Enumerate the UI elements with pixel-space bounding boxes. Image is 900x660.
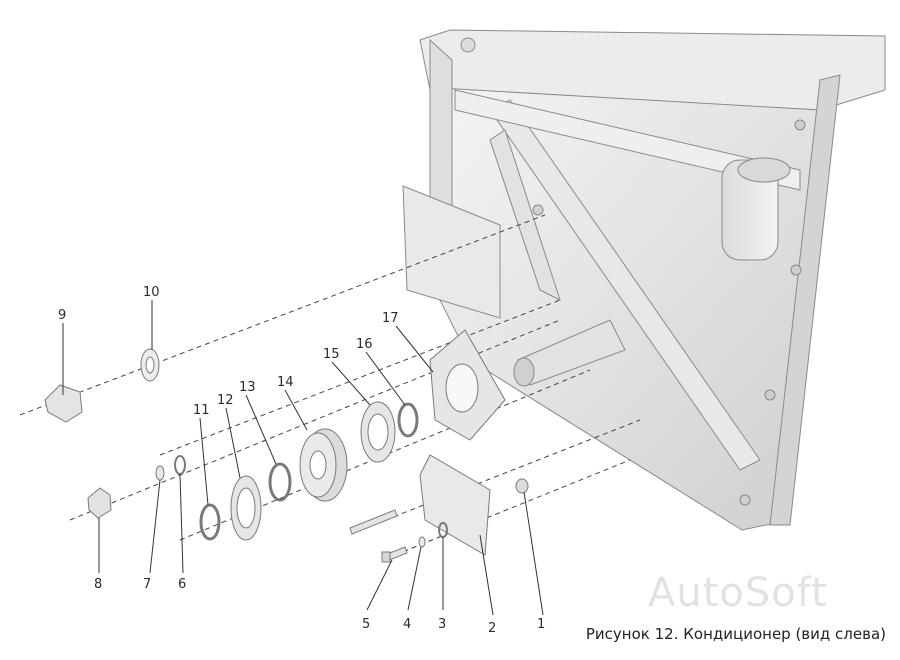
callout-8: 8 <box>94 577 102 592</box>
conditioner-housing <box>402 29 886 531</box>
part-6-washer <box>174 455 186 475</box>
callout-7: 7 <box>143 577 151 592</box>
callout-17: 17 <box>382 311 399 326</box>
part-12-disc <box>230 475 262 541</box>
part-13-ring <box>268 462 292 502</box>
callout-15: 15 <box>323 347 340 362</box>
callout-3: 3 <box>438 617 446 632</box>
part-10-washer <box>140 348 160 382</box>
callout-11: 11 <box>193 403 210 418</box>
part-1-nut <box>515 478 529 494</box>
part-8-nut <box>87 487 112 519</box>
callout-5: 5 <box>362 617 370 632</box>
part-bolt-upper <box>349 509 398 535</box>
callout-16: 16 <box>356 337 373 352</box>
callout-14: 14 <box>277 375 294 390</box>
callout-numbers: 1 2 3 4 5 6 7 8 9 10 11 12 13 14 15 16 1… <box>58 285 545 636</box>
callout-4: 4 <box>403 617 411 632</box>
callout-9: 9 <box>58 308 66 323</box>
part-9-nut <box>44 384 83 423</box>
callout-12: 12 <box>217 393 234 408</box>
leader-lines <box>62 300 544 616</box>
part-5-bolt <box>381 546 408 563</box>
part-16-ring <box>397 402 419 438</box>
callout-6: 6 <box>178 577 186 592</box>
callout-1: 1 <box>537 617 545 632</box>
part-11-ring <box>199 503 221 541</box>
callout-13: 13 <box>239 380 256 395</box>
figure-caption: Рисунок 12. Кондиционер (вид слева) <box>585 625 886 643</box>
callout-10: 10 <box>143 285 160 300</box>
part-4-washer <box>418 536 426 548</box>
callout-2: 2 <box>488 621 496 636</box>
part-14-bearing <box>299 428 348 502</box>
watermark: AutoSoft <box>648 570 828 616</box>
part-15-disc <box>360 401 396 463</box>
part-17-flange <box>429 329 506 441</box>
part-2-plate <box>419 454 491 556</box>
part-7-washer <box>155 465 165 481</box>
